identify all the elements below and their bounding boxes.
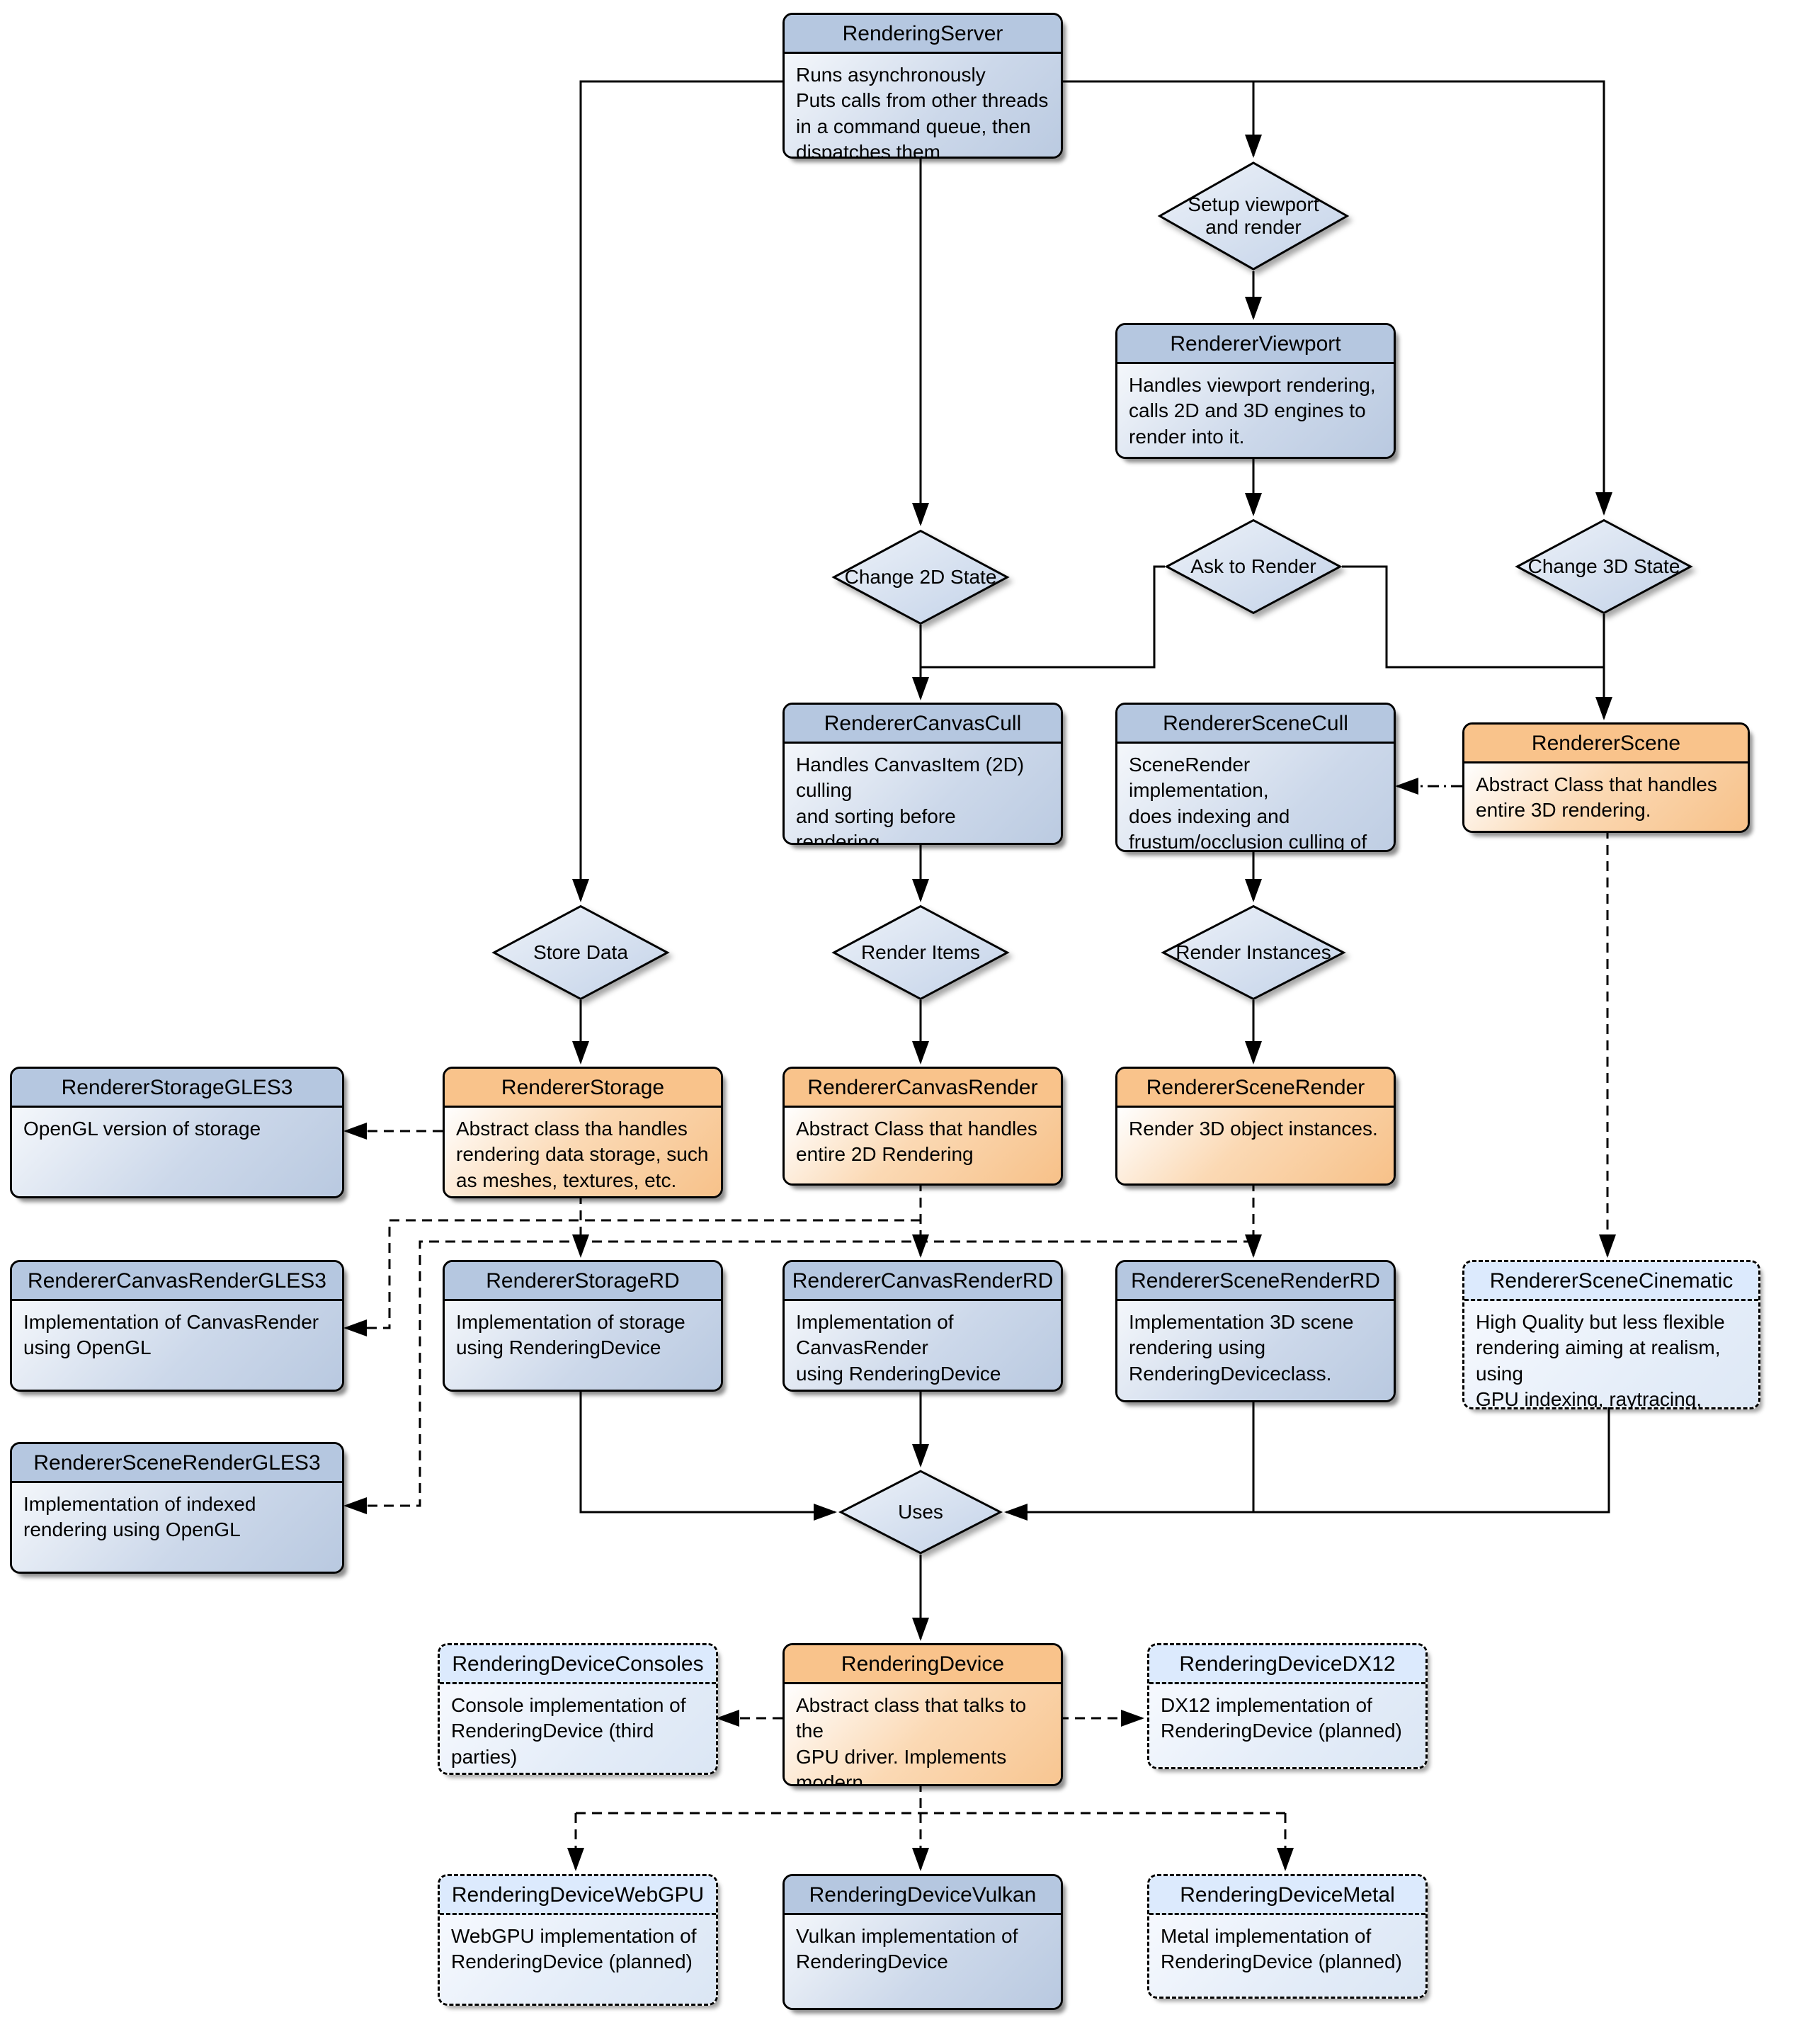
node-renderer-scene-render: RendererSceneRender Render 3D object ins…: [1115, 1067, 1396, 1186]
node-body: Implementation of storage using Renderin…: [445, 1301, 721, 1390]
node-rendering-device-webgpu: RenderingDeviceWebGPU WebGPU implementat…: [438, 1874, 718, 2006]
decision-render-instances: Render Instances: [1161, 904, 1345, 1001]
diamond-shape: [492, 904, 669, 1001]
node-body: Abstract Class that handles entire 3D re…: [1464, 763, 1748, 831]
node-body: Console implementation of RenderingDevic…: [440, 1684, 716, 1773]
node-body: Vulkan implementation of RenderingDevice: [785, 1915, 1061, 2008]
decision-label: Render Instances: [1176, 941, 1331, 963]
node-rendering-device-consoles: RenderingDeviceConsoles Console implemen…: [438, 1643, 718, 1775]
node-renderer-storage: RendererStorage Abstract class tha handl…: [443, 1067, 723, 1198]
decision-label: Ask to Render: [1190, 555, 1316, 577]
decision-label: Uses: [898, 1500, 943, 1523]
node-title: RenderingServer: [785, 15, 1061, 54]
node-title: RendererSceneCinematic: [1464, 1262, 1758, 1301]
node-body: Abstract class that talks to the GPU dri…: [785, 1684, 1061, 1784]
node-renderer-canvas-render-rd: RendererCanvasRenderRD Implementation of…: [782, 1260, 1063, 1392]
decision-label: Store Data: [533, 941, 628, 963]
node-body: WebGPU implementation of RenderingDevice…: [440, 1915, 716, 2004]
decision-change-3d-state: Change 3D State: [1515, 518, 1692, 615]
decision-label: Setup viewport and render: [1188, 193, 1319, 238]
node-body: Handles viewport rendering, calls 2D and…: [1117, 364, 1394, 457]
node-renderer-canvas-cull: RendererCanvasCull Handles CanvasItem (2…: [782, 703, 1063, 845]
node-body: Implementation 3D scene rendering using …: [1117, 1301, 1394, 1400]
decision-change-2d-state: Change 2D State: [832, 529, 1009, 625]
node-renderer-storage-gles3: RendererStorageGLES3 OpenGL version of s…: [10, 1067, 344, 1198]
node-body: Handles CanvasItem (2D) culling and sort…: [785, 744, 1061, 843]
node-title: RenderingDeviceConsoles: [440, 1645, 716, 1684]
decision-label: Change 2D State: [844, 565, 997, 588]
node-title: RenderingDeviceVulkan: [785, 1876, 1061, 1915]
node-title: RendererScene: [1464, 725, 1748, 763]
node-title: RendererCanvasRenderRD: [785, 1262, 1061, 1301]
decision-render-items: Render Items: [832, 904, 1009, 1001]
node-body: High Quality but less flexible rendering…: [1464, 1301, 1758, 1407]
node-renderer-scene-cull: RendererSceneCull SceneRender implementa…: [1115, 703, 1396, 852]
diamond-shape: [1165, 518, 1342, 615]
node-renderer-scene: RendererScene Abstract Class that handle…: [1462, 722, 1750, 833]
node-title: RendererSceneCull: [1117, 705, 1394, 744]
node-title: RendererSceneRenderGLES3: [12, 1444, 342, 1483]
diamond-shape: [832, 529, 1009, 625]
node-title: RendererStorageGLES3: [12, 1069, 342, 1108]
diamond-shape: [1515, 518, 1692, 615]
node-title: RenderingDeviceMetal: [1149, 1876, 1425, 1915]
node-body: Runs asynchronously Puts calls from othe…: [785, 54, 1061, 157]
node-body: Implementation of CanvasRender using Ope…: [12, 1301, 342, 1390]
node-renderer-scene-render-rd: RendererSceneRenderRD Implementation 3D …: [1115, 1260, 1396, 1402]
node-body: Render 3D object instances.: [1117, 1108, 1394, 1183]
node-title: RendererStorageRD: [445, 1262, 721, 1301]
node-renderer-storage-rd: RendererStorageRD Implementation of stor…: [443, 1260, 723, 1392]
node-rendering-device-vulkan: RenderingDeviceVulkan Vulkan implementat…: [782, 1874, 1063, 2010]
node-body: SceneRender implementation, does indexin…: [1117, 744, 1394, 850]
node-title: RendererCanvasRender: [785, 1069, 1061, 1108]
node-body: DX12 implementation of RenderingDevice (…: [1149, 1684, 1425, 1767]
node-rendering-server: RenderingServer Runs asynchronously Puts…: [782, 13, 1063, 159]
node-renderer-canvas-render-gles3: RendererCanvasRenderGLES3 Implementation…: [10, 1260, 344, 1392]
diamond-shape: [832, 904, 1009, 1001]
node-rendering-device: RenderingDevice Abstract class that talk…: [782, 1643, 1063, 1786]
decision-label: Change 3D State: [1527, 555, 1680, 577]
node-title: RenderingDeviceWebGPU: [440, 1876, 716, 1915]
node-title: RendererCanvasRenderGLES3: [12, 1262, 342, 1301]
decision-ask-to-render: Ask to Render: [1165, 518, 1342, 615]
node-title: RendererSceneRender: [1117, 1069, 1394, 1108]
node-renderer-scene-render-gles3: RendererSceneRenderGLES3 Implementation …: [10, 1442, 344, 1574]
node-renderer-scene-cinematic: RendererSceneCinematic High Quality but …: [1462, 1260, 1760, 1409]
node-renderer-canvas-render: RendererCanvasRender Abstract Class that…: [782, 1067, 1063, 1186]
decision-setup-viewport-and-render: Setup viewport and render: [1158, 161, 1349, 271]
decision-label: Render Items: [860, 941, 981, 963]
node-title: RendererStorage: [445, 1069, 721, 1108]
node-body: Metal implementation of RenderingDevice …: [1149, 1915, 1425, 1997]
node-body: OpenGL version of storage: [12, 1108, 342, 1196]
node-body: Abstract Class that handles entire 2D Re…: [785, 1108, 1061, 1183]
node-title: RendererCanvasCull: [785, 705, 1061, 744]
node-body: Implementation of indexed rendering usin…: [12, 1483, 342, 1572]
node-body: Implementation of CanvasRender using Ren…: [785, 1301, 1061, 1390]
node-renderer-viewport: RendererViewport Handles viewport render…: [1115, 323, 1396, 459]
diamond-shape: [839, 1470, 1002, 1555]
node-title: RendererSceneRenderRD: [1117, 1262, 1394, 1301]
diamond-shape: [1161, 904, 1345, 1001]
decision-store-data: Store Data: [492, 904, 669, 1001]
node-title: RenderingDeviceDX12: [1149, 1645, 1425, 1684]
diamond-shape: [1158, 161, 1349, 271]
node-title: RenderingDevice: [785, 1645, 1061, 1684]
decision-uses: Uses: [839, 1470, 1002, 1555]
node-rendering-device-dx12: RenderingDeviceDX12 DX12 implementation …: [1147, 1643, 1428, 1769]
node-body: Abstract class tha handles rendering dat…: [445, 1108, 721, 1196]
node-title: RendererViewport: [1117, 325, 1394, 364]
node-rendering-device-metal: RenderingDeviceMetal Metal implementatio…: [1147, 1874, 1428, 1999]
